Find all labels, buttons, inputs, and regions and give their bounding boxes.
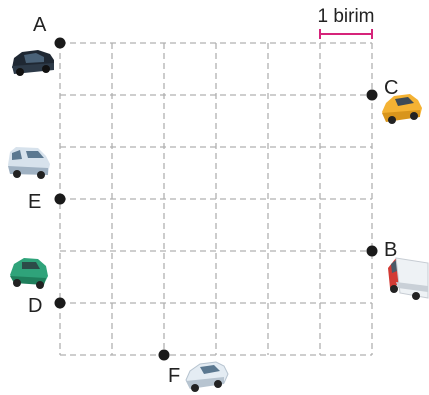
white-sedan-icon (185, 361, 229, 392)
yellow-taxi-icon (382, 94, 422, 124)
point-e-label: E (28, 191, 41, 213)
dashed-grid (59, 42, 373, 356)
white-van-icon (8, 147, 50, 179)
point-a-dot (54, 37, 66, 49)
point-f-dot (158, 349, 170, 361)
point-c-dot (366, 89, 378, 101)
point-a-label: A (33, 14, 47, 36)
point-b-dot (366, 245, 378, 257)
unit-scale-bar: 1 birim (317, 6, 375, 39)
unit-scale-label: 1 birim (317, 6, 374, 27)
green-hatchback-icon (10, 258, 48, 289)
point-c-label: C (384, 77, 398, 99)
dark-sedan-icon (12, 50, 54, 76)
point-f-label: F (168, 365, 180, 387)
red-white-truck-icon (388, 257, 429, 300)
point-d-label: D (28, 295, 42, 317)
point-b-label: B (384, 239, 397, 261)
point-e-dot (54, 193, 66, 205)
point-d-dot (54, 297, 66, 309)
